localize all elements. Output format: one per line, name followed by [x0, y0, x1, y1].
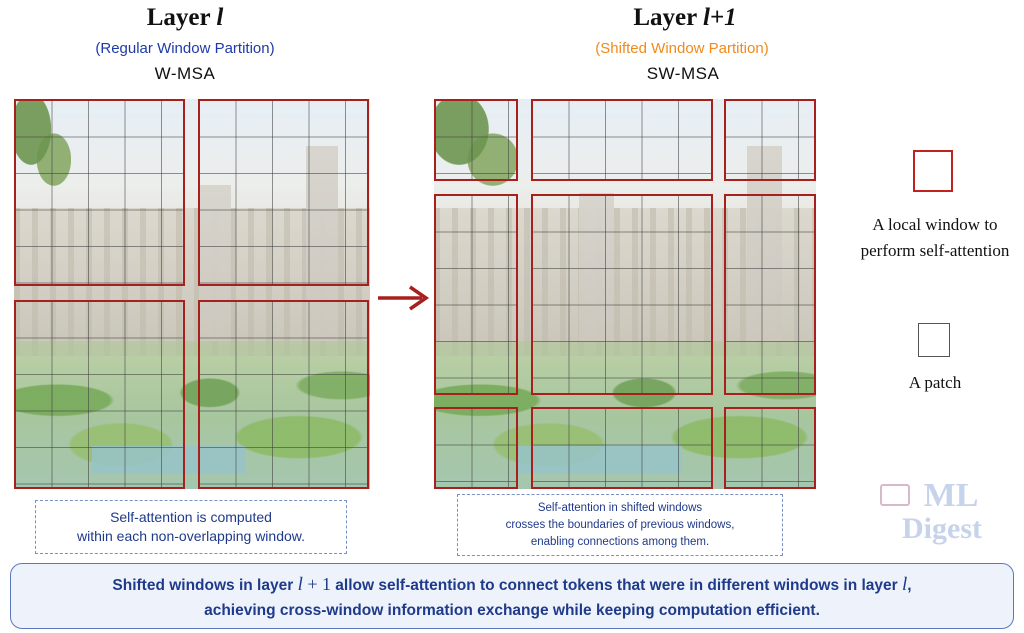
legend-patch-icon	[918, 323, 950, 357]
summary-banner: Shifted windows in layer l + 1 allow sel…	[10, 563, 1014, 629]
right-window-row2-right	[724, 194, 816, 395]
left-window-bottom-left	[14, 300, 185, 489]
right-window-row1-center	[531, 99, 713, 181]
right-window-row3-left	[434, 407, 518, 489]
right-window-row2-center	[531, 194, 713, 395]
left-title: Layer l	[55, 4, 315, 32]
left-note: Self-attention is computed within each n…	[35, 500, 347, 554]
right-window-row2-left	[434, 194, 518, 395]
left-method-label: W-MSA	[85, 64, 285, 84]
summary-line-2: achieving cross-window information excha…	[11, 598, 1013, 623]
left-window-top-left	[14, 99, 185, 286]
watermark-logo: ML Digest	[872, 478, 1012, 558]
left-window-top-right	[198, 99, 369, 286]
right-window-row1-left	[434, 99, 518, 181]
legend-patch-label: A patch	[880, 370, 990, 396]
right-note: Self-attention in shifted windows crosse…	[457, 494, 783, 556]
right-subtitle: (Shifted Window Partition)	[532, 40, 832, 57]
right-window-row1-right	[724, 99, 816, 181]
left-window-bottom-right	[198, 300, 369, 489]
left-subtitle: (Regular Window Partition)	[35, 40, 335, 57]
right-window-row3-right	[724, 407, 816, 489]
legend-window-icon	[913, 150, 953, 192]
right-method-label: SW-MSA	[583, 64, 783, 84]
arrow-right-icon	[376, 283, 432, 313]
summary-line-1: Shifted windows in layer l + 1 allow sel…	[11, 572, 1013, 598]
right-title: Layer l+1	[555, 4, 815, 32]
legend-window-label: A local window to perform self-attention	[840, 212, 1024, 264]
right-window-row3-center	[531, 407, 713, 489]
watermark-book-icon	[880, 484, 910, 506]
